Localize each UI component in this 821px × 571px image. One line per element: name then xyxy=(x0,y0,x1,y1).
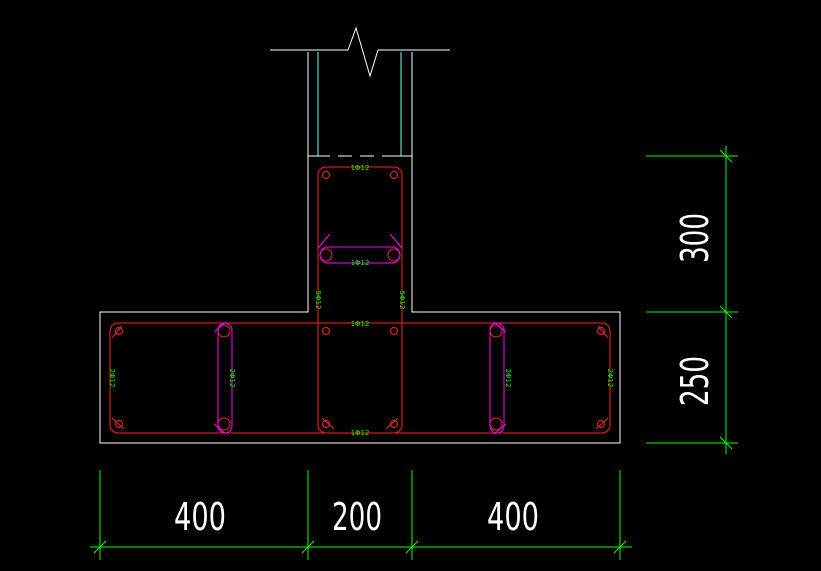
label-flange-top: 1Φ12 xyxy=(351,320,370,328)
rebar xyxy=(322,420,330,428)
dim-250: 250 xyxy=(673,356,717,406)
break-line xyxy=(270,26,450,78)
wall-edge-lines xyxy=(317,52,402,156)
flange-stirrup xyxy=(109,322,611,434)
label-wall-left: 5Φ12 xyxy=(314,291,322,310)
flange-tie-right xyxy=(489,322,505,434)
label-flange-left-outer: 2Φ12 xyxy=(108,369,116,388)
dim-300: 300 xyxy=(673,213,717,263)
rebar xyxy=(597,420,605,428)
label-flange-left-inner: 2Φ12 xyxy=(228,369,236,388)
label-flange-right-outer: 2Φ12 xyxy=(606,369,614,388)
rebar xyxy=(390,420,398,428)
rebar xyxy=(390,171,398,179)
rebar xyxy=(597,327,605,335)
ties xyxy=(213,233,507,435)
label-wall-mid: 1Φ12 xyxy=(351,259,370,267)
rebar xyxy=(390,327,398,335)
rebar xyxy=(322,327,330,335)
rebar xyxy=(387,248,401,262)
label-wall-right: 5Φ12 xyxy=(398,291,406,310)
label-flange-right-inner: 2Φ12 xyxy=(504,369,512,388)
rebar xyxy=(319,248,333,262)
label-flange-bottom: 1Φ12 xyxy=(351,429,370,437)
label-wall-top: 1Φ12 xyxy=(351,164,370,172)
rebar xyxy=(322,171,330,179)
horizontal-dimension-lines xyxy=(90,470,632,560)
dim-400-left: 400 xyxy=(174,495,226,539)
rebar xyxy=(115,327,123,335)
dim-400-right: 400 xyxy=(487,495,539,539)
section-outline xyxy=(99,52,621,444)
vertical-dimension-lines xyxy=(646,146,738,454)
rebar-labels: 1Φ12 1Φ12 5Φ12 5Φ12 1Φ12 1Φ12 2Φ12 2Φ12 … xyxy=(108,164,614,437)
wall-stirrup xyxy=(317,166,403,434)
dim-200: 200 xyxy=(332,495,382,539)
wall-tie xyxy=(319,246,401,264)
stirrups xyxy=(109,166,611,434)
rebar xyxy=(115,420,123,428)
